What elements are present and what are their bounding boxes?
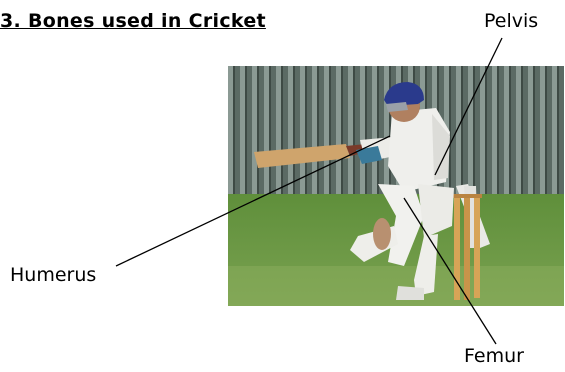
humerus-label: Humerus [10, 264, 97, 286]
stump [474, 198, 480, 298]
page-title: 3. Bones used in Cricket [0, 10, 266, 32]
stump [464, 196, 470, 300]
helmet [384, 82, 424, 106]
pelvis-label: Pelvis [484, 10, 539, 32]
stump [454, 198, 460, 300]
cricket-photo [228, 66, 564, 306]
femur-label: Femur [464, 345, 524, 367]
